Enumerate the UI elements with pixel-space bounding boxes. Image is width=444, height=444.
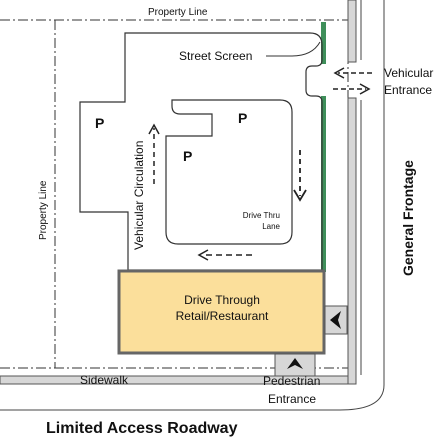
parking-label-1: P <box>95 115 104 131</box>
parking-label-2: P <box>238 110 247 126</box>
road-curve <box>339 384 385 411</box>
building-label-2: Retail/Restaurant <box>176 309 269 323</box>
sidewalk-right-bottom <box>347 97 357 385</box>
drive-thru-arrowhead-left <box>197 249 209 261</box>
street-screen-top <box>321 22 326 64</box>
vehicular-entrance-label-2: Entrance <box>384 83 432 97</box>
sidewalk-right-top <box>347 0 357 63</box>
sidewalk-label: Sidewalk <box>80 373 129 387</box>
drive-thru-lane-label-2: Lane <box>262 222 280 231</box>
vehicular-circulation-label: Vehicular Circulation <box>132 141 146 250</box>
pedestrian-entrance-label-1: Pedestrian <box>263 374 320 388</box>
limited-access-roadway-label: Limited Access Roadway <box>46 420 238 437</box>
pedestrian-arrow-up-icon <box>287 358 303 369</box>
drive-thru-lane-label-1: Drive Thru <box>243 211 280 220</box>
circulation-arrowhead-up <box>148 123 160 135</box>
entrance-arrowhead-in <box>333 67 345 79</box>
vehicular-entrance-label-1: Vehicular <box>384 66 433 80</box>
street-screen-leader-curve <box>291 41 321 57</box>
pedestrian-arrow-right-icon <box>330 311 341 329</box>
pedestrian-entrance-label-2: Entrance <box>268 392 316 406</box>
building-label-1: Drive Through <box>184 293 260 307</box>
island-outline <box>165 99 293 245</box>
property-line-top-label: Property Line <box>148 7 208 18</box>
property-line-left-label: Property Line <box>38 180 49 240</box>
parking-lot-outline <box>79 32 323 271</box>
drive-through-building <box>117 269 326 355</box>
parking-label-3: P <box>183 148 192 164</box>
street-screen-label: Street Screen <box>179 49 252 63</box>
entrance-arrowhead-out <box>359 83 371 95</box>
drive-thru-arrowhead-down <box>293 189 307 202</box>
general-frontage-label: General Frontage <box>400 160 416 276</box>
street-screen-bottom <box>321 96 326 272</box>
